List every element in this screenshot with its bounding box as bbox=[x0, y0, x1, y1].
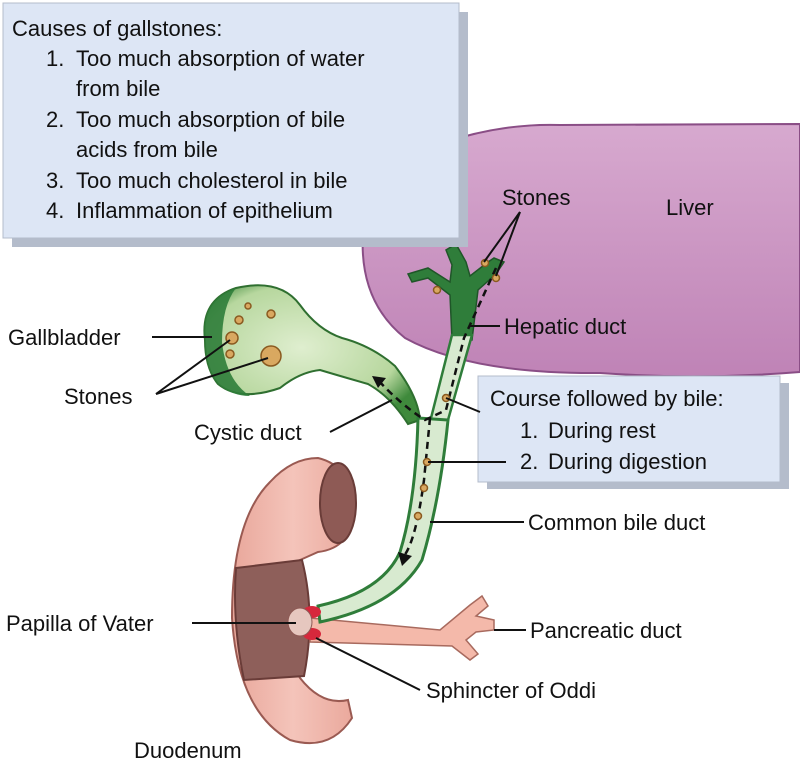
stone bbox=[419, 483, 429, 493]
course-box bbox=[477, 375, 781, 483]
cause-2-num: 2. bbox=[46, 107, 64, 132]
leader-stones-left-b bbox=[155, 357, 269, 395]
stone bbox=[234, 315, 244, 325]
label-sphincter-of-oddi: Sphincter of Oddi bbox=[426, 678, 596, 703]
cause-4-line1: Inflammation of epithelium bbox=[76, 198, 333, 223]
cause-4-num: 4. bbox=[46, 198, 64, 223]
leader-stones-left-a bbox=[155, 339, 231, 395]
leader-stones-top-a bbox=[483, 211, 521, 263]
duodenum-lumen-inner bbox=[234, 558, 311, 682]
arrowhead-to-gallbladder bbox=[372, 376, 386, 388]
causes-box bbox=[2, 2, 460, 239]
label-hepatic-duct: Hepatic duct bbox=[504, 314, 626, 339]
bile-course-digestion-path bbox=[402, 417, 432, 557]
label-pancreatic-duct: Pancreatic duct bbox=[530, 618, 682, 643]
stone bbox=[413, 511, 423, 521]
arrowhead-to-duodenum bbox=[398, 552, 412, 566]
cause-1-line1: Too much absorption of water bbox=[76, 46, 365, 71]
leader-cystic-duct bbox=[329, 399, 393, 433]
duodenum-lumen-top bbox=[319, 462, 357, 544]
label-stones-left: Stones bbox=[64, 384, 133, 409]
stone bbox=[432, 285, 442, 295]
label-cystic-duct: Cystic duct bbox=[194, 420, 302, 445]
stone bbox=[266, 309, 276, 319]
stone bbox=[244, 302, 252, 310]
cause-3-num: 3. bbox=[46, 168, 64, 193]
label-liver: Liver bbox=[666, 195, 714, 220]
cause-1-line2: from bile bbox=[76, 76, 160, 101]
common-bile-duct-shape bbox=[316, 416, 450, 624]
causes-title: Causes of gallstones: bbox=[12, 16, 222, 41]
gallbladder-dark-rim bbox=[204, 288, 250, 396]
course-1-num: 1. bbox=[520, 418, 538, 443]
label-stones-top: Stones bbox=[502, 185, 571, 210]
cause-2-line2: acids from bile bbox=[76, 137, 218, 162]
leader-stones-top-b bbox=[495, 211, 521, 277]
bile-course-path bbox=[377, 267, 498, 422]
course-1-text: During rest bbox=[548, 418, 656, 443]
course-title: Course followed by bile: bbox=[490, 386, 724, 411]
stone bbox=[260, 345, 282, 367]
course-2-text: During digestion bbox=[548, 449, 707, 474]
cause-1-num: 1. bbox=[46, 46, 64, 71]
course-2-num: 2. bbox=[520, 449, 538, 474]
cause-2-line1: Too much absorption of bile bbox=[76, 107, 345, 132]
leader-course-1 bbox=[445, 397, 481, 413]
label-gallbladder: Gallbladder bbox=[8, 325, 121, 350]
leader-sphincter bbox=[315, 637, 421, 691]
stone bbox=[225, 349, 235, 359]
label-duodenum: Duodenum bbox=[134, 738, 242, 763]
label-papilla-of-vater: Papilla of Vater bbox=[6, 611, 154, 636]
label-common-bile-duct: Common bile duct bbox=[528, 510, 705, 535]
cause-3-line1: Too much cholesterol in bile bbox=[76, 168, 347, 193]
